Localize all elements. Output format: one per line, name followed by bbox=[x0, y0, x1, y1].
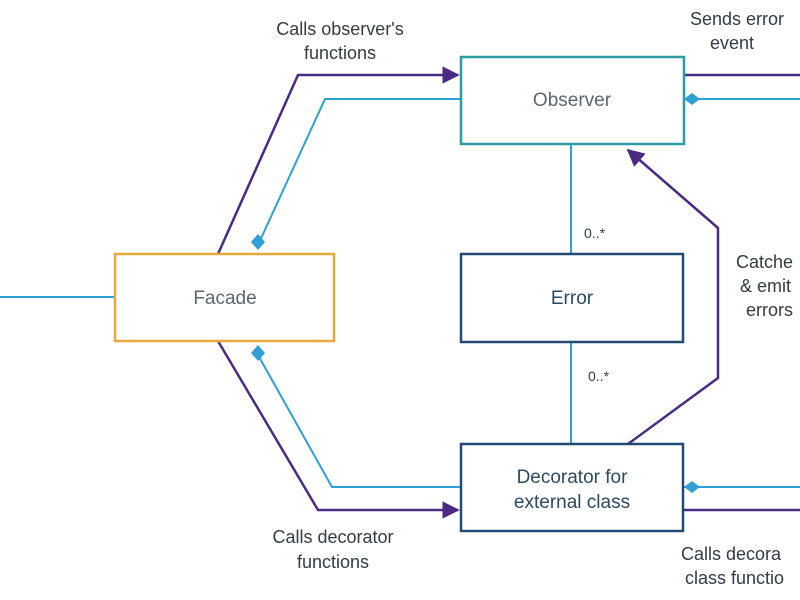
observer-to-facade-link bbox=[257, 98, 460, 246]
observer-right-diamond bbox=[684, 93, 700, 105]
error-decorator-multiplicity: 0..* bbox=[588, 368, 610, 384]
calls-decora-right-label-line2: class functio bbox=[685, 568, 784, 588]
catches-label-line1: Catche bbox=[736, 252, 793, 272]
decorator-box: Decorator for external class bbox=[459, 442, 685, 533]
catches-label-line2: & emit bbox=[740, 276, 791, 296]
observer-error-multiplicity: 0..* bbox=[584, 225, 606, 241]
facade-to-decorator-arrow bbox=[216, 340, 460, 519]
facade-top-diamond bbox=[251, 234, 265, 250]
facade-to-observer-arrow bbox=[216, 66, 460, 255]
sends-error-label-line1: Sends error bbox=[690, 9, 784, 29]
observer-label: Observer bbox=[533, 90, 612, 111]
observer-box: Observer bbox=[459, 55, 686, 146]
decorator-to-facade-link bbox=[257, 354, 460, 488]
decorator-right-diamond bbox=[684, 481, 700, 493]
decorator-to-observer-arrow bbox=[626, 148, 720, 446]
error-label: Error bbox=[551, 288, 594, 309]
calls-observer-label-line1: Calls observer's bbox=[276, 19, 403, 39]
catches-label-line3: errors bbox=[746, 300, 793, 320]
facade-label: Facade bbox=[193, 288, 256, 309]
decorator-label-line2: external class bbox=[514, 492, 630, 513]
facade-bottom-diamond bbox=[251, 345, 265, 361]
calls-observer-label-line2: functions bbox=[304, 43, 376, 63]
calls-decorator-label-line2: functions bbox=[297, 552, 369, 572]
sends-error-label-line2: event bbox=[710, 33, 754, 53]
error-box: Error bbox=[459, 252, 685, 344]
calls-decora-right-label-line1: Calls decora bbox=[681, 544, 782, 564]
facade-box: Facade bbox=[113, 252, 336, 343]
decorator-label-line1: Decorator for bbox=[517, 467, 629, 488]
calls-decorator-label-line1: Calls decorator bbox=[272, 527, 393, 547]
